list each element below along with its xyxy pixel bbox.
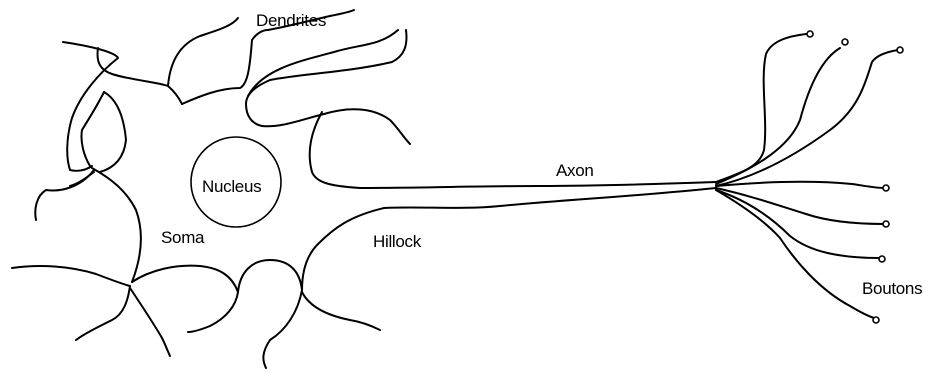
dendrite-mid-left-branch (81, 92, 104, 166)
dendrite-right-long (246, 30, 410, 144)
dendrites-label: Dendrites (256, 12, 326, 29)
bouton (883, 185, 889, 191)
bouton (879, 256, 885, 262)
dendrite-upper-left (63, 42, 118, 171)
axon-upper-edge (310, 112, 716, 188)
bouton (842, 39, 848, 45)
axon-label: Axon (556, 162, 594, 179)
terminal-branch-7 (716, 190, 874, 318)
dendrite-top-center (168, 18, 238, 86)
soma-left-edge (92, 168, 141, 282)
dendrites-bottom (12, 260, 380, 368)
dendrite-bottom-left (12, 266, 130, 286)
bouton (807, 31, 813, 37)
dendrite-left-2 (70, 172, 94, 186)
dendrite-bottom-right-2 (302, 292, 380, 330)
dendrite-mid (100, 92, 126, 172)
soma-bottom-edge (132, 266, 238, 292)
terminal-branch-4 (716, 182, 884, 188)
boutons-label: Boutons (862, 280, 922, 297)
axon-terminals (716, 34, 898, 318)
hillock-label: Hillock (373, 233, 421, 250)
terminal-branch-1 (716, 34, 806, 182)
terminal-branch-6 (716, 190, 880, 258)
bouton (873, 317, 879, 323)
axon-lower-edge (302, 188, 716, 290)
bouton (883, 221, 889, 227)
dendrite-top-right (248, 30, 398, 96)
dendrite-bottom-branch (76, 286, 130, 340)
terminal-branch-3 (716, 50, 898, 186)
soma-label: Soma (161, 229, 204, 246)
bouton (897, 47, 903, 53)
dendrites (35, 10, 410, 282)
dendrite-bottom-right (238, 260, 302, 368)
dendrite-top-center-2 (182, 30, 268, 104)
dendrite-bottom-mid (188, 292, 238, 332)
nucleus-label: Nucleus (202, 178, 261, 195)
dendrite-bottom-branch-2 (130, 288, 170, 356)
